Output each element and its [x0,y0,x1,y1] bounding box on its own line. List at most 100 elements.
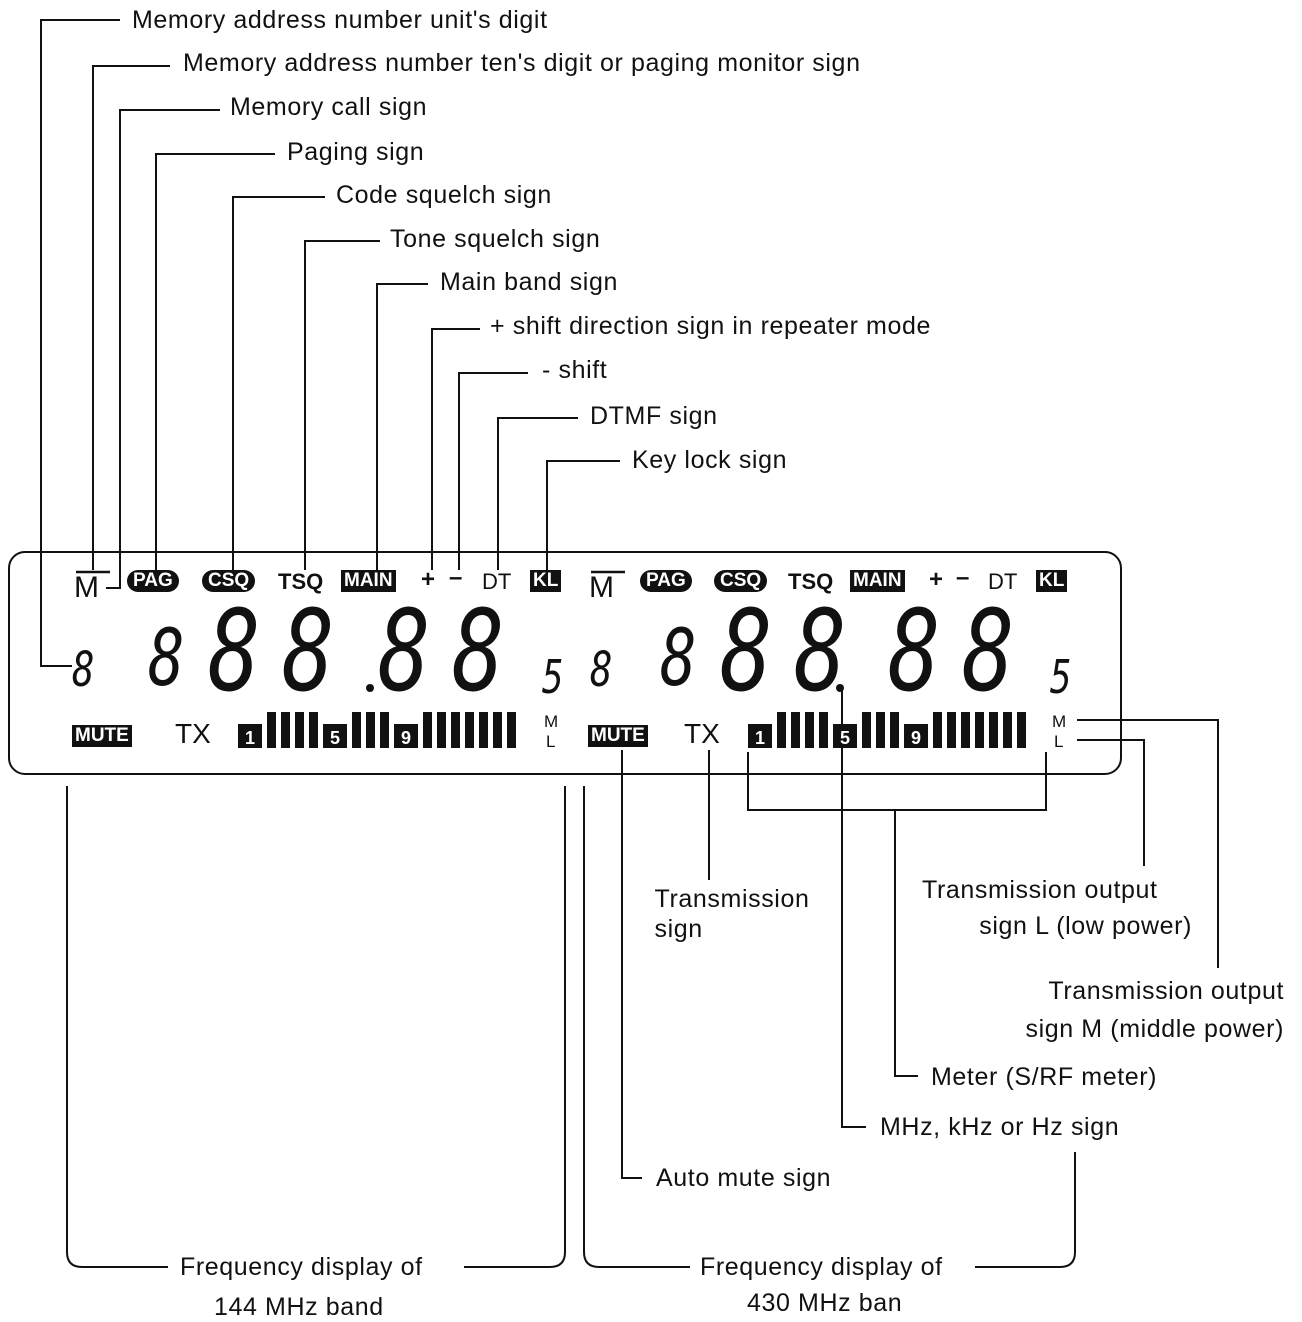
label-memory-call: Memory call sign [230,93,428,121]
dtmf-text: DT [482,569,512,594]
meter-segment [380,712,389,748]
meter-segment [890,712,899,748]
meter-segment [1003,712,1012,748]
meter-segment [267,712,276,748]
meter-mark-label: 9 [911,728,921,748]
meter-segment [423,712,432,748]
leader-unit-digit [40,19,120,667]
lcd-panel-outline [8,551,1122,775]
label-freq-144-line1: Frequency display of [180,1253,423,1281]
label-freq-430-line2: 430 MHz ban [747,1289,903,1317]
meter-mark-label: 5 [840,728,850,748]
tone-squelch-text: TSQ [788,569,834,594]
freq-digit: 8 [794,587,847,717]
meter-segment [493,712,502,748]
meter-bar-left: 1 5 9 [238,712,516,748]
freq-digit: 8 [720,587,773,717]
freq-digit: 8 [660,614,697,704]
meter-segment [961,712,970,748]
leader-tone-squelch [304,240,380,570]
leader-plus [431,328,480,570]
leader-output-m [1077,719,1219,968]
label-minus-shift: - shift [542,356,608,384]
meter-segment [394,724,418,748]
meter-segment [465,712,474,748]
main-badge: MAIN [850,570,905,592]
meter-segment [309,712,318,748]
power-l-sign: L [1054,732,1064,751]
tx-sign: TX [175,718,211,749]
meter-segment [1017,712,1026,748]
meter-segment [947,712,956,748]
meter-segment [437,712,446,748]
leader-minus [458,372,528,570]
keylock-badge: KL [1036,570,1068,592]
freq-digit: 8 [208,587,261,717]
leader-meter [894,810,918,1077]
plus-sign: + [421,566,436,593]
memory-call-icon: M [589,571,614,604]
label-line: sign M (middle power) [1025,1015,1284,1043]
label-freq-144-line2: 144 MHz band [214,1293,384,1321]
mute-badge: MUTE [72,725,132,747]
meter-segment [295,712,304,748]
label-freq-unit: MHz, kHz or Hz sign [880,1113,1120,1141]
memory-call-icon: M [74,571,99,604]
power-m-sign: M [1052,712,1067,731]
label-line: sign [654,915,703,943]
paging-badge: PAG [127,570,179,592]
freq-decimal-point [836,684,844,692]
meter-mark-label: 1 [245,728,255,748]
mute-badge: MUTE [588,725,648,747]
paging-badge: PAG [640,570,692,592]
meter-segment [366,712,375,748]
meter-segment [933,712,942,748]
meter-segment [989,712,998,748]
label-line: Transmission output [922,876,1158,904]
label-unit-digit: Memory address number unit's digit [132,6,548,34]
freq-digit: 8 [452,587,505,717]
label-auto-mute: Auto mute sign [656,1164,832,1192]
label-output-low: Transmission output sign L (low power) [922,872,1192,944]
bracket-144 [66,786,168,1268]
meter-segment [777,712,786,748]
plus-sign: + [929,566,944,593]
power-l-sign: L [546,732,556,751]
meter-segment [323,724,347,748]
freq-digit: 8 [282,587,335,717]
freq-digit-small: 5 [1050,650,1072,704]
label-paging: Paging sign [287,138,425,166]
label-line: Transmission output [1048,977,1284,1005]
meter-segment [805,712,814,748]
label-tone-squelch: Tone squelch sign [390,225,601,253]
freq-digit: 8 [962,587,1015,717]
label-line: sign L (low power) [979,912,1192,940]
meter-segment [819,712,828,748]
leader-freq-unit [841,688,866,1128]
label-output-middle: Transmission output sign M (middle power… [990,972,1284,1048]
label-keylock: Key lock sign [632,446,788,474]
label-dtmf: DTMF sign [590,402,718,430]
bracket-430 [583,786,690,1268]
meter-mark-label: 1 [755,728,765,748]
leader-keylock [546,460,620,570]
label-plus-shift: + shift direction sign in repeater mode [490,312,931,340]
label-tens-digit: Memory address number ten's digit or pag… [183,49,861,77]
meter-segment [748,724,772,748]
leader-auto-mute [621,750,642,1179]
meter-mark-label: 9 [401,728,411,748]
tone-squelch-text: TSQ [278,569,324,594]
meter-bar-right: 1 5 9 [748,712,1026,748]
tx-sign: TX [684,718,720,749]
leader-output-l [1077,739,1145,866]
meter-segment [281,712,290,748]
meter-segment [876,712,885,748]
leader-paging [155,153,275,570]
freq-digit: 8 [378,587,431,717]
meter-mark-label: 5 [330,728,340,748]
freq-digit: 8 [148,614,185,704]
leader-dtmf [497,417,578,570]
dtmf-text: DT [988,569,1018,594]
label-freq-430-line1: Frequency display of [700,1253,943,1281]
